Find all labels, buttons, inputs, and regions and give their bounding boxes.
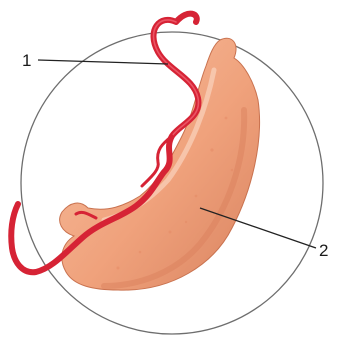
label-2: 2 [319, 241, 328, 260]
label-1: 1 [22, 51, 31, 70]
leader-line-1 [38, 60, 168, 64]
